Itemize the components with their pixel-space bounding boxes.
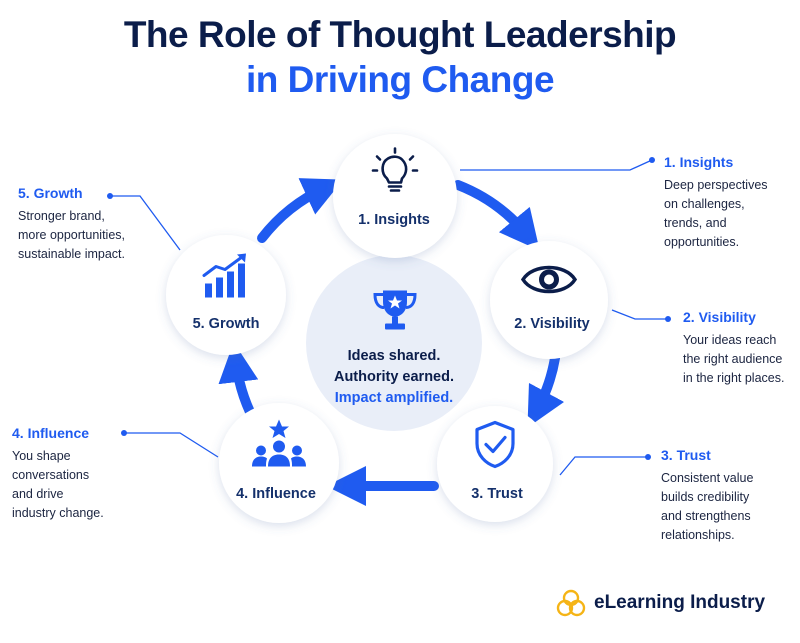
cycle-arrow-2	[527, 353, 565, 428]
cycle-arrow-5	[257, 178, 344, 243]
leader-line-5	[110, 195, 181, 251]
callout-heading: 4. Influence	[12, 425, 90, 441]
callout-body: Stronger brand, more opportunities, sust…	[18, 209, 126, 261]
node-label-trust: 3. Trust	[471, 486, 523, 502]
trophy-icon	[371, 288, 419, 339]
node-label-influence: 4. Influence	[236, 486, 316, 502]
shield-check-icon	[473, 420, 517, 475]
brand: eLearning Industry	[556, 588, 765, 618]
callout-heading: 1. Insights	[664, 154, 734, 170]
callout-body: You shape conversations and drive indust…	[12, 449, 104, 520]
leader-dot-4	[121, 430, 127, 436]
center-statement: Ideas shared. Authority earned. Impact a…	[314, 346, 474, 409]
leader-line-4	[124, 432, 219, 458]
center-line-3: Impact amplified.	[334, 390, 454, 406]
leader-dot-1	[649, 157, 655, 163]
center-line-1: Ideas shared.	[347, 348, 441, 364]
cycle-arrow-4	[218, 342, 259, 417]
leader-line-2	[611, 309, 668, 320]
cycle-arrow-1	[453, 180, 540, 251]
node-label-insights: 1. Insights	[358, 212, 430, 228]
leader-line-1	[460, 159, 653, 171]
node-circle-visibility	[490, 241, 608, 359]
node-label-growth: 5. Growth	[192, 316, 260, 332]
title-line-1: The Role of Thought Leadership	[123, 14, 677, 55]
callout-heading: 3. Trust	[661, 447, 711, 463]
leader-line-3	[559, 456, 648, 476]
node-circle-trust	[437, 406, 553, 522]
callout-heading: 2. Visibility	[683, 309, 756, 325]
growth-chart-icon	[201, 252, 251, 305]
callout-body: Consistent value builds credibility and …	[661, 471, 754, 542]
callout-heading: 5. Growth	[18, 185, 83, 201]
brand-name: eLearning Industry	[594, 592, 766, 613]
node-circle-growth	[166, 235, 286, 355]
callout-body: Your ideas reach the right audience in t…	[683, 333, 785, 385]
callout-growth: 5. Growth Stronger brand, more opportuni…	[18, 184, 125, 264]
callout-visibility: 2. Visibility Your ideas reach the right…	[683, 308, 784, 388]
eye-icon	[520, 260, 578, 305]
callout-trust: 3. Trust Consistent value builds credibi…	[661, 446, 753, 545]
leader-dot-2	[665, 316, 671, 322]
center-disc	[306, 255, 482, 431]
center-line-2: Authority earned.	[333, 369, 455, 385]
group-star-icon	[250, 419, 308, 474]
callout-body: Deep perspectives on challenges, trends,…	[664, 178, 768, 249]
lightbulb-icon	[369, 147, 421, 204]
callout-insights: 1. Insights Deep perspectives on challen…	[664, 153, 768, 252]
title-line-2: in Driving Change	[245, 59, 555, 100]
leader-dot-5	[107, 193, 113, 199]
elearning-industry-logo	[556, 589, 586, 617]
node-label-visibility: 2. Visibility	[514, 316, 590, 332]
leader-dot-3	[645, 454, 651, 460]
node-circle-insights	[333, 134, 457, 258]
callout-influence: 4. Influence You shape conversations and…	[12, 424, 104, 523]
